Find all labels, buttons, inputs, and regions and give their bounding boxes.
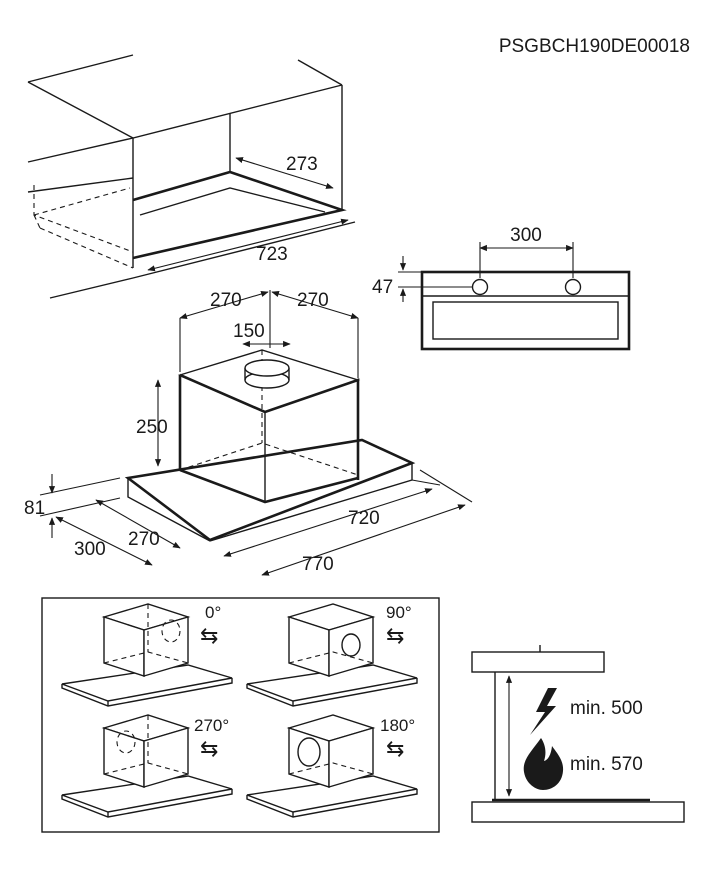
orientation-180-label: 180° xyxy=(380,716,415,735)
hood-depth-dim: 300 xyxy=(74,539,106,560)
hood-inner-depth-dim: 270 xyxy=(128,529,160,550)
electric-clearance-label: min. 500 xyxy=(570,698,643,719)
cabinet-diagram: 273 723 xyxy=(27,54,356,299)
hood-diagram: 270 270 150 250 81 300 270 720 770 xyxy=(24,290,473,576)
hole-spacing-dim: 300 xyxy=(510,225,542,246)
drawing-code: PSGBCH190DE00018 xyxy=(499,36,690,57)
hood-width-dim: 770 xyxy=(302,554,334,575)
hood-height-dim: 250 xyxy=(136,417,168,438)
gas-clearance-label: min. 570 xyxy=(570,754,643,775)
rotate-arrows-icon: ⇆ xyxy=(386,736,404,761)
clearance-diagram: min. 500 min. 570 xyxy=(471,645,685,823)
hole-offset-dim: 47 xyxy=(372,277,393,298)
rotate-arrows-icon: ⇆ xyxy=(200,623,218,648)
cabinet-depth-dim: 273 xyxy=(286,154,318,175)
orientation-180: 180° ⇆ xyxy=(246,714,418,818)
outlet-diameter-dim: 150 xyxy=(233,321,265,342)
front-view-diagram: 300 47 xyxy=(372,225,631,351)
mounting-hole-right xyxy=(564,278,582,296)
orientation-0: 0° ⇆ xyxy=(61,603,233,707)
orientation-90-label: 90° xyxy=(386,603,412,622)
base-height-dim: 81 xyxy=(24,498,45,519)
orientation-270: 270° ⇆ xyxy=(61,714,233,818)
flame-icon xyxy=(523,738,564,790)
mounting-hole-left xyxy=(471,278,489,296)
orientation-270-label: 270° xyxy=(194,716,229,735)
hood-right-dim: 270 xyxy=(297,290,329,311)
orientation-0-label: 0° xyxy=(205,603,221,622)
hood-left-dim: 270 xyxy=(210,290,242,311)
lightning-icon xyxy=(530,688,557,735)
orientation-90: 90° ⇆ xyxy=(246,603,418,707)
rotate-arrows-icon: ⇆ xyxy=(386,623,404,648)
cabinet-width-dim: 723 xyxy=(256,244,288,265)
orientation-panel: 0° ⇆ 90° ⇆ 270° ⇆ xyxy=(41,597,440,833)
hood-inner-width-dim: 720 xyxy=(348,508,380,529)
rotate-arrows-icon: ⇆ xyxy=(200,736,218,761)
